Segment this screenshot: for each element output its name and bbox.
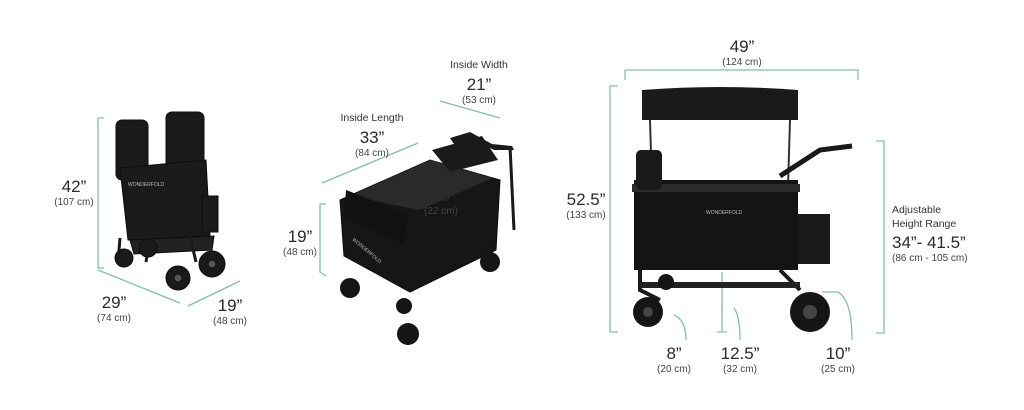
right-height-line bbox=[609, 85, 618, 333]
right-length-cm: (124 cm) bbox=[722, 57, 762, 68]
right-frontwheel-cm: (20 cm) bbox=[657, 364, 691, 375]
mid-length-label: Inside Length 33” (84 cm) bbox=[334, 113, 410, 159]
right-height-in: 52.5” bbox=[566, 190, 606, 209]
right-length-label: 49” (124 cm) bbox=[716, 38, 768, 68]
right-handle-caption-1: Adjustable bbox=[892, 204, 942, 216]
wagon-side-canopy bbox=[632, 87, 853, 332]
mid-width-cm: (53 cm) bbox=[462, 94, 496, 106]
right-handle-line bbox=[876, 140, 885, 334]
left-width-cm: (48 cm) bbox=[213, 316, 247, 327]
right-handle-label: Adjustable Height Range 34”- 41.5” (86 c… bbox=[892, 205, 968, 264]
wagon-angled-open bbox=[339, 132, 516, 345]
right-clearance-label: 12.5” (32 cm) bbox=[714, 345, 766, 375]
mid-length-caption: Inside Length bbox=[340, 112, 404, 124]
mid-length-line bbox=[321, 142, 419, 184]
mid-height-label: 19” (48 cm) bbox=[278, 228, 322, 258]
right-rearwheel-in: 10” bbox=[825, 344, 851, 363]
mid-height-cm: (48 cm) bbox=[283, 247, 317, 258]
mid-length-cm: (84 cm) bbox=[355, 147, 389, 159]
left-width-label: 19” (48 cm) bbox=[208, 297, 252, 327]
right-length-in: 49” bbox=[729, 37, 755, 56]
left-length-line bbox=[97, 269, 181, 304]
right-height-cm: (133 cm) bbox=[566, 210, 606, 221]
mid-depth-label: 8.5” (22 cm) bbox=[416, 187, 466, 217]
left-length-cm: (74 cm) bbox=[97, 313, 131, 324]
right-height-label: 52.5” (133 cm) bbox=[560, 191, 612, 221]
left-logo: WONDERFOLD bbox=[128, 182, 165, 188]
right-logo: WONDERFOLD bbox=[706, 210, 743, 216]
right-clearance-in: 12.5” bbox=[720, 344, 760, 363]
mid-length-in: 33” bbox=[359, 127, 385, 147]
mid-width-in: 21” bbox=[466, 74, 492, 94]
mid-depth-cm: (22 cm) bbox=[424, 206, 458, 217]
mid-width-caption: Inside Width bbox=[450, 59, 508, 71]
right-rearwheel-cm: (25 cm) bbox=[821, 364, 855, 375]
mid-height-line bbox=[319, 203, 327, 277]
left-height-in: 42” bbox=[61, 177, 87, 196]
left-length-label: 29” (74 cm) bbox=[92, 294, 136, 324]
right-rearwheel-line bbox=[822, 291, 853, 341]
right-frontwheel-label: 8” (20 cm) bbox=[652, 345, 696, 375]
right-clearance-cm: (32 cm) bbox=[723, 364, 757, 375]
left-height-label: 42” (107 cm) bbox=[52, 178, 96, 208]
right-handle-cm: (86 cm - 105 cm) bbox=[892, 253, 968, 264]
right-length-line bbox=[624, 69, 859, 80]
right-frontwheel-in: 8” bbox=[666, 344, 682, 363]
mid-height-in: 19” bbox=[287, 227, 313, 246]
wagon-folded-side bbox=[114, 111, 226, 291]
right-handle-in: 34”- 41.5” bbox=[892, 233, 966, 252]
right-frontwheel-line bbox=[673, 314, 687, 341]
left-width-in: 19” bbox=[217, 296, 243, 315]
left-length-in: 29” bbox=[101, 293, 127, 312]
mid-depth-in: 8.5” bbox=[426, 186, 456, 205]
right-rearwheel-label: 10” (25 cm) bbox=[814, 345, 862, 375]
mid-width-label: Inside Width 21” (53 cm) bbox=[442, 60, 516, 106]
left-height-cm: (107 cm) bbox=[54, 197, 94, 208]
mid-width-line bbox=[439, 100, 501, 119]
right-handle-caption-2: Height Range bbox=[892, 217, 957, 230]
left-height-line bbox=[97, 117, 104, 269]
left-width-line bbox=[187, 280, 241, 307]
